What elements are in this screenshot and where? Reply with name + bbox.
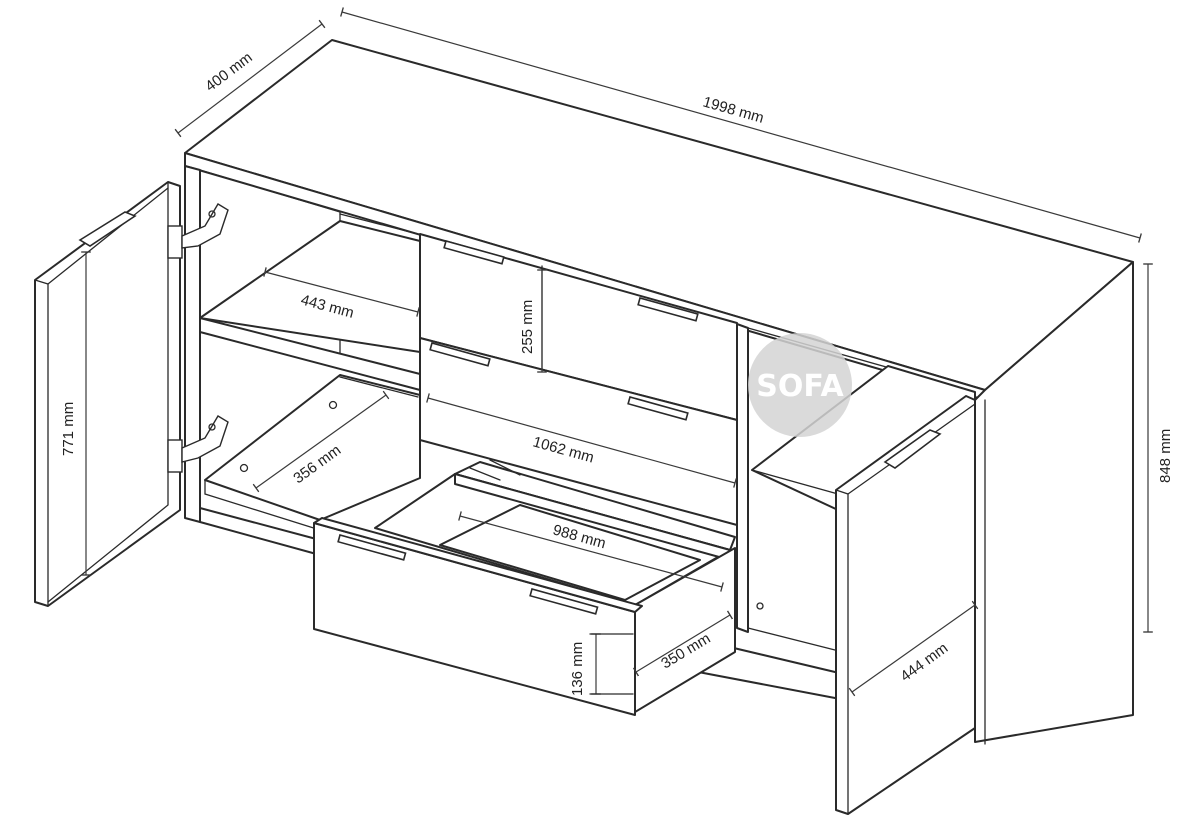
- dim-height-label: 848 mm: [1157, 429, 1174, 483]
- watermark-circle: [748, 333, 852, 437]
- handle-icon: [443, 240, 505, 265]
- dim-drawer-height-label: 255 mm: [519, 300, 536, 354]
- hinge-icon: [167, 415, 229, 473]
- cabinet-left-panel: [184, 165, 201, 523]
- left-door-panel: [34, 181, 181, 607]
- dim-width-label: 1998 mm: [701, 93, 766, 126]
- sofa-watermark: SOFA: [748, 333, 852, 437]
- handle-icon: [637, 297, 699, 322]
- left-compartment: [199, 213, 421, 531]
- dim-door-height-label: 771 mm: [60, 402, 77, 456]
- watermark-text: SOFA: [756, 369, 844, 404]
- left-door: [34, 181, 229, 607]
- cabinet-right-side: [974, 261, 1134, 743]
- hinge-icon: [167, 203, 229, 259]
- dim-depth-label: 400 mm: [202, 49, 256, 95]
- dim-drawer-inner-height-label: 136 mm: [569, 642, 586, 696]
- dimension-lines: [81, 7, 1153, 697]
- handle-icon: [429, 342, 491, 367]
- handle-icon: [337, 534, 407, 561]
- handle-icon: [529, 588, 599, 615]
